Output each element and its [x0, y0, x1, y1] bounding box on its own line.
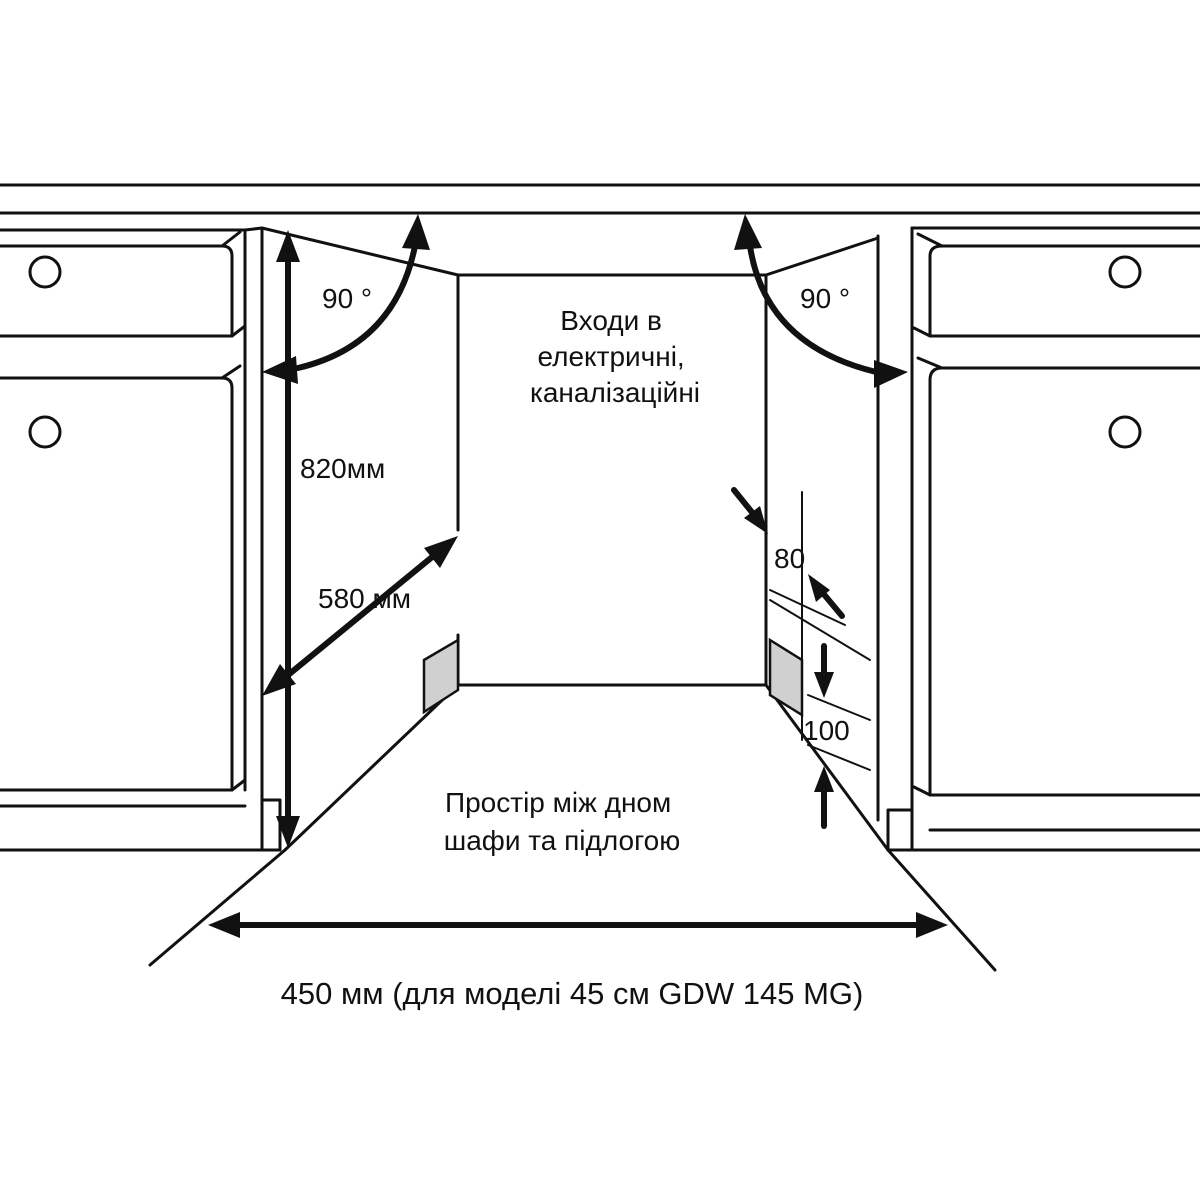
left-drawer	[0, 230, 247, 338]
height-dimension	[276, 230, 300, 848]
depth-label: 580 мм	[318, 583, 411, 614]
floor-space-label: Простір між дном шафи та підлогою	[444, 787, 680, 856]
left-drawer-knob-icon	[28, 255, 62, 289]
dim-80-label: 80	[774, 543, 805, 574]
dim-100-label: 100	[803, 715, 850, 746]
floor-space-label-line-1: Простір між дном	[445, 787, 671, 818]
angle-left-label: 90 °	[322, 283, 372, 314]
depth-dimension	[262, 536, 458, 696]
left-door	[0, 364, 247, 792]
right-plinth	[768, 637, 804, 718]
inlets-label-line-3: каналізаційні	[530, 377, 700, 408]
right-door	[912, 356, 1200, 797]
left-angle-arc	[262, 214, 430, 384]
niche	[260, 226, 890, 852]
right-drawer	[912, 232, 1200, 338]
left-plinth	[422, 637, 460, 715]
floor-space-label-line-2: шафи та підлогою	[444, 825, 680, 856]
angle-right-label: 90 °	[800, 283, 850, 314]
left-cabinet	[0, 226, 282, 852]
right-drawer-knob-icon	[1108, 255, 1142, 289]
right-angle-arc	[734, 214, 908, 388]
width-label: 450 мм (для моделі 45 см GDW 145 MG)	[281, 976, 864, 1011]
right-door-knob-icon	[1108, 415, 1142, 449]
inlets-label-line-2: електричні,	[538, 341, 685, 372]
inlets-label-line-1: Входи в	[560, 305, 662, 336]
right-cabinet	[876, 226, 1200, 852]
height-label: 820мм	[300, 453, 385, 484]
width-dimension	[148, 848, 997, 972]
small-dimensions	[731, 487, 871, 829]
left-door-knob-icon	[28, 415, 62, 449]
countertop	[0, 183, 1200, 215]
inlets-label: Входи в електричні, каналізаційні	[530, 305, 700, 408]
